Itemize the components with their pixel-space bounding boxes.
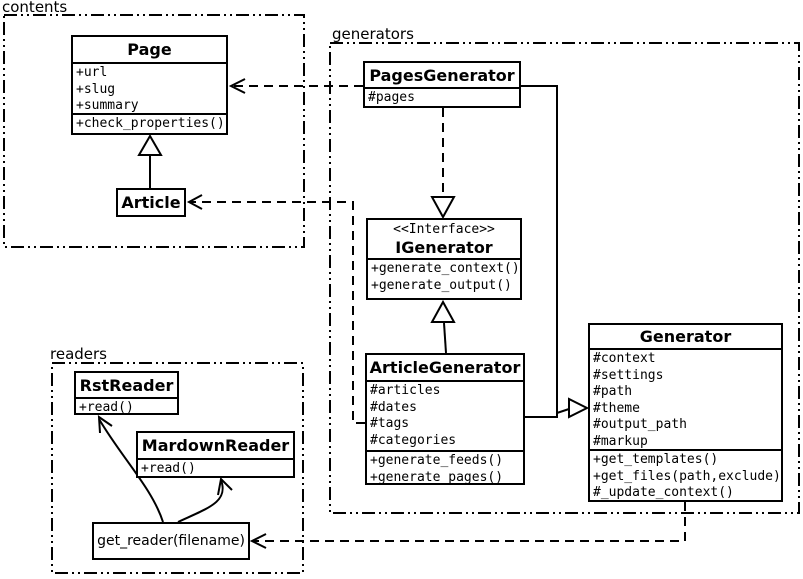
dependency-articlegenerator-to-article	[186, 194, 365, 424]
methods-compartment: +generate_context() +generate_output()	[368, 258, 520, 298]
package-border-readers	[51, 362, 304, 574]
generalization-articlegenerator-to-igenerator	[430, 299, 456, 354]
class-attribute: #tags	[370, 416, 410, 431]
class-title-block: <<Interface>> IGenerator	[368, 220, 520, 258]
package-border-generators	[329, 42, 800, 514]
attributes-compartment: #articles #dates #tags #categories	[367, 380, 523, 450]
class-method: +get_templates()	[593, 452, 719, 467]
association-getreader-to-mardownreader	[177, 476, 233, 523]
class-box-articlegenerator: ArticleGenerator #articles #dates #tags …	[365, 353, 525, 485]
class-attribute: #dates	[370, 399, 417, 415]
realization-pagesgenerator-to-igenerator	[430, 108, 456, 220]
class-method: +check_properties()	[76, 116, 225, 131]
methods-compartment: +get_templates() +get_files(path,exclude…	[590, 449, 781, 500]
class-title: RstReader	[79, 375, 174, 395]
attributes-compartment: #context #settings #path #theme #output_…	[590, 348, 781, 449]
association-getreader-to-rstreader	[97, 415, 164, 523]
class-method: +generate_feeds()	[370, 453, 504, 468]
class-title: PagesGenerator	[369, 65, 515, 85]
class-attribute: #path	[593, 384, 633, 399]
class-box-igenerator: <<Interface>> IGenerator +generate_conte…	[366, 218, 522, 300]
class-title: IGenerator	[395, 237, 493, 257]
methods-compartment: +check_properties()	[73, 113, 226, 133]
class-title: Article	[121, 193, 181, 212]
interface-stereotype: <<Interface>>	[393, 221, 495, 237]
generalization-generators-to-generator	[521, 85, 590, 419]
function-box-get-reader: get_reader(filename)	[92, 522, 250, 560]
dependency-generator-to-getreader	[249, 502, 686, 549]
class-method: +generate_context()	[371, 261, 520, 276]
class-box-rstreader: RstReader +read()	[74, 371, 179, 415]
class-title: ArticleGenerator	[369, 358, 521, 377]
package-label-generators: generators	[332, 25, 414, 43]
class-method: +read()	[79, 400, 134, 413]
generalization-article-to-page	[137, 134, 163, 188]
class-box-generator: Generator #context #settings #path #them…	[588, 323, 783, 502]
package-label-readers: readers	[50, 345, 107, 363]
class-box-pagesgenerator: PagesGenerator #pages	[363, 61, 521, 108]
methods-compartment: +read()	[76, 397, 177, 413]
class-attribute: +summary	[76, 98, 139, 113]
class-method: +get_files(path,exclude)	[593, 468, 781, 484]
class-attribute: #context	[593, 351, 656, 366]
class-box-page: Page +url +slug +summary +check_properti…	[71, 35, 228, 135]
package-border-contents	[3, 14, 305, 248]
dependency-pagesgenerator-to-page	[228, 78, 363, 94]
class-attribute: #pages	[368, 90, 415, 105]
attributes-compartment: +url +slug +summary	[73, 62, 226, 113]
package-label-contents: contents	[2, 0, 68, 16]
class-method: +read()	[141, 461, 196, 476]
class-attribute: #settings	[593, 367, 664, 383]
class-attribute: #output_path	[593, 417, 687, 432]
class-attribute: +slug	[76, 81, 116, 97]
class-title: MardownReader	[141, 436, 290, 455]
attributes-compartment: #pages	[365, 87, 519, 106]
class-attribute: #theme	[593, 400, 640, 416]
class-method: #_update_context()	[593, 485, 734, 500]
class-attribute: #categories	[370, 432, 457, 448]
methods-compartment: +read()	[138, 458, 293, 476]
class-box-mardownreader: MardownReader +read()	[136, 431, 295, 478]
methods-compartment: +generate_feeds() +generate_pages()	[367, 450, 523, 483]
class-attribute: +url	[76, 65, 108, 80]
class-method: +generate_pages()	[370, 469, 504, 484]
class-method: +generate_output()	[371, 277, 512, 293]
class-box-article: Article	[116, 188, 186, 217]
class-title: Generator	[639, 327, 732, 346]
class-title: Page	[127, 40, 172, 59]
class-attribute: #articles	[370, 383, 441, 398]
class-attribute: #markup	[593, 433, 648, 449]
